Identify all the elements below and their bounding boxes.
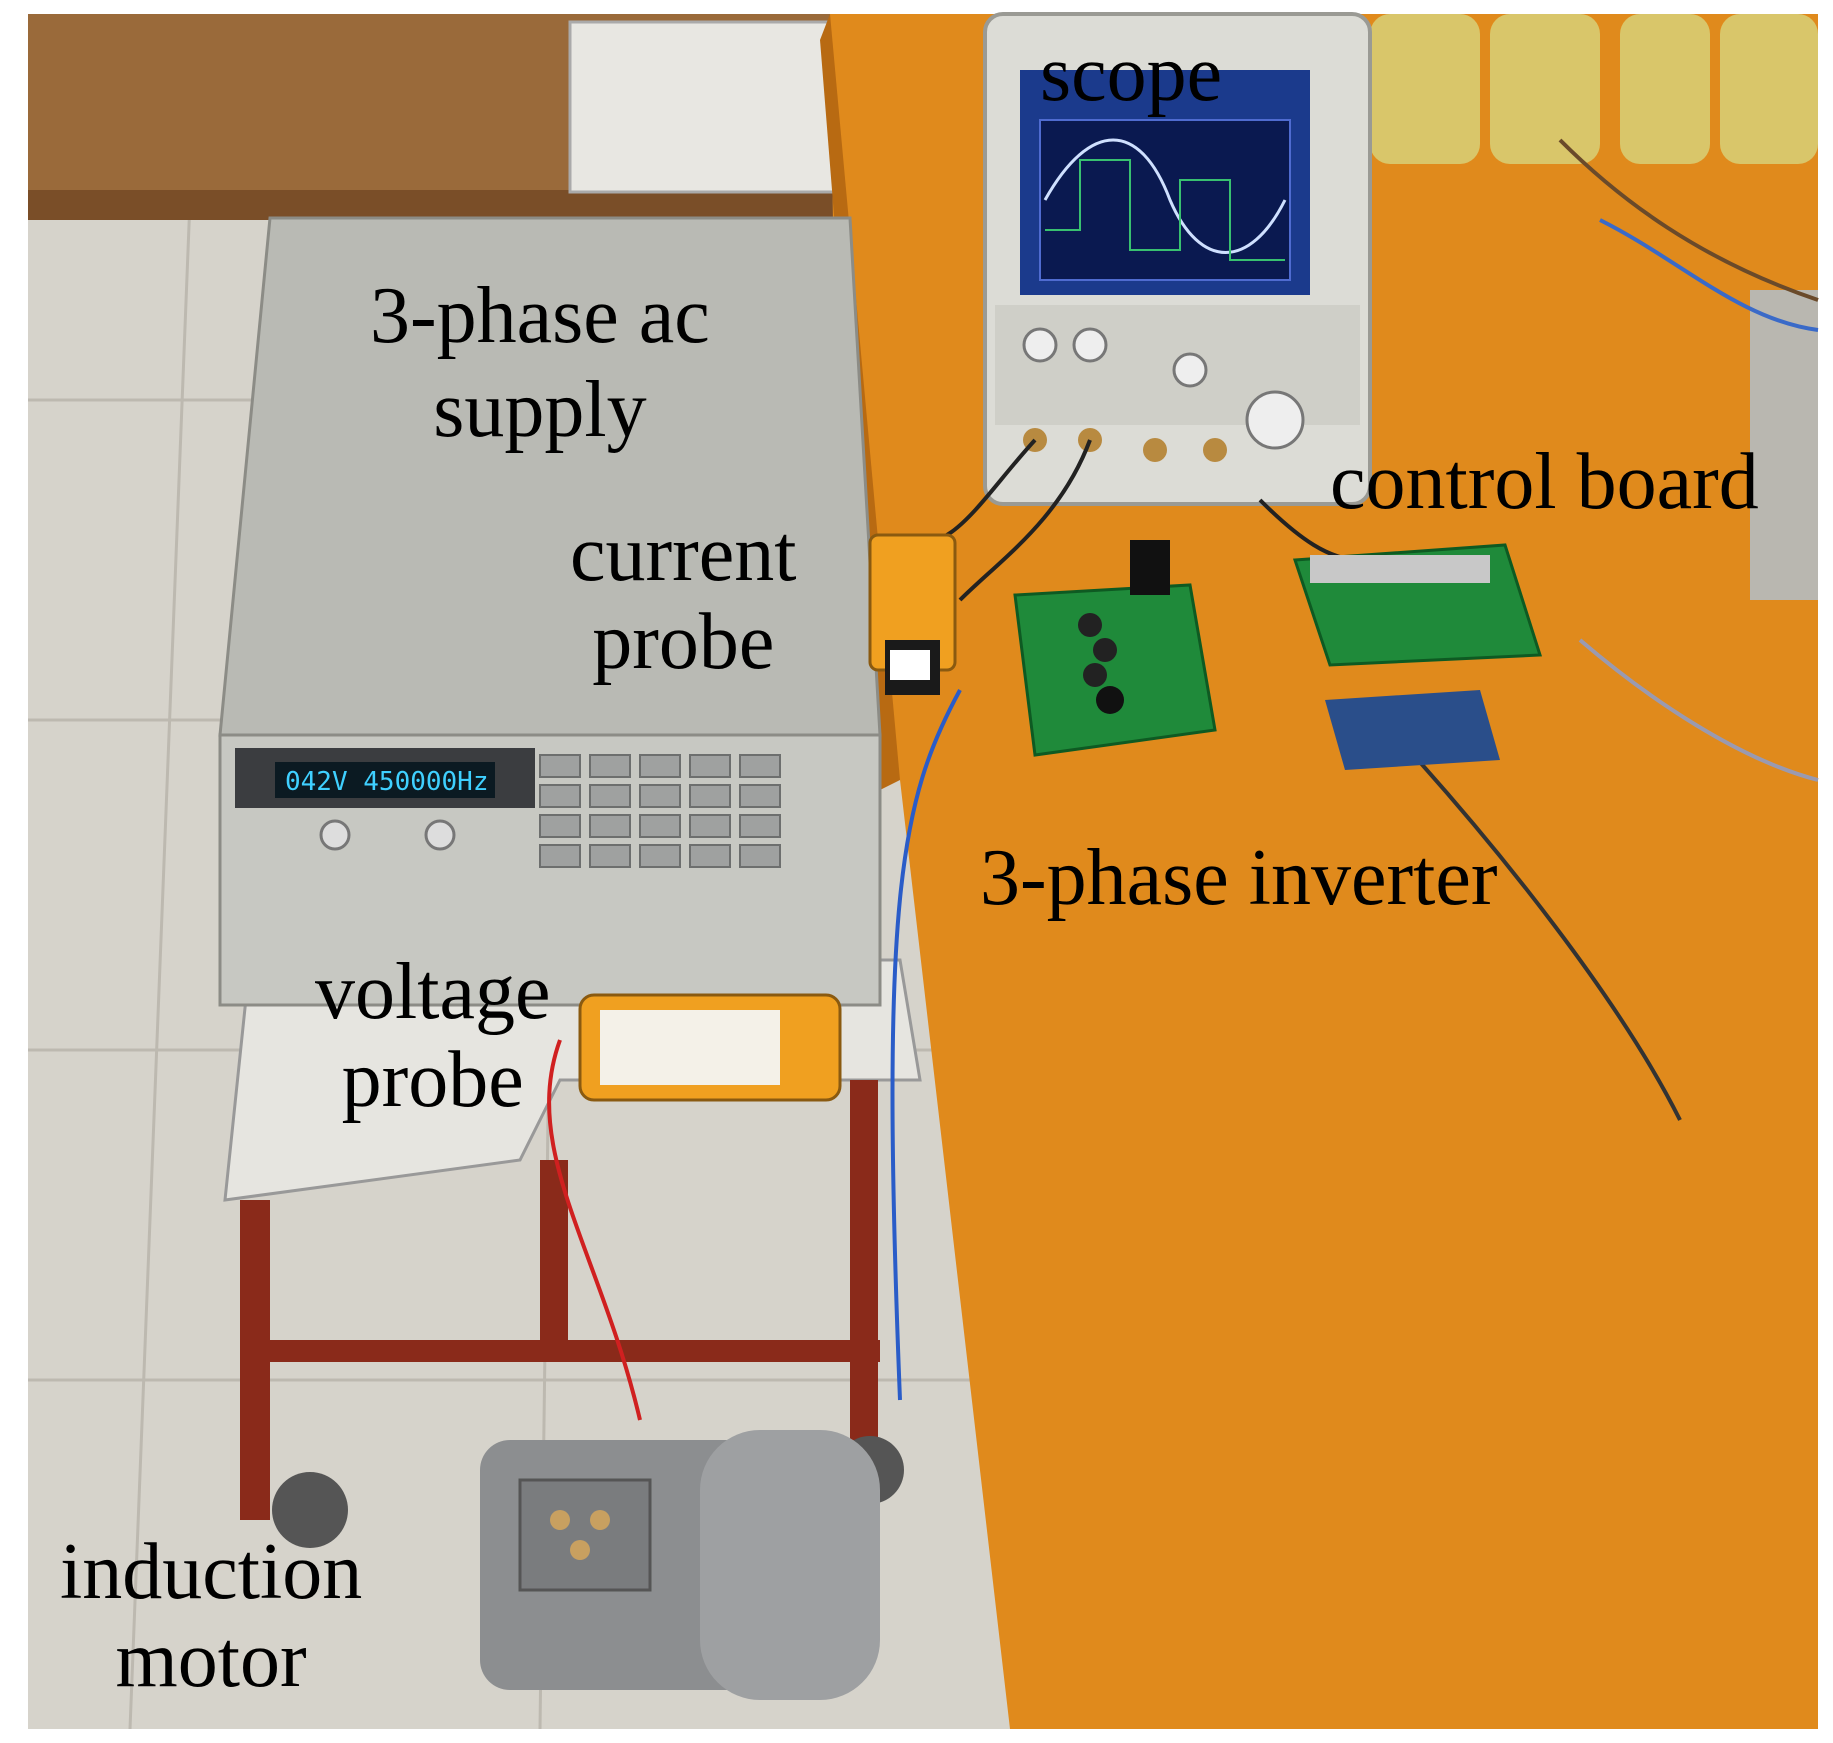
label-scope: scope [1040, 32, 1222, 116]
supply-knob-left[interactable] [319, 819, 351, 851]
inverter-board [1013, 540, 1217, 757]
scope-waveform [1043, 138, 1287, 254]
transformers [1370, 14, 1818, 164]
label-scope-text: scope [1040, 30, 1223, 118]
label-inverter-text: 3-phase inverter [980, 834, 1498, 922]
control-board [1292, 543, 1543, 770]
cart-frame [240, 1080, 880, 1520]
supply-display [275, 762, 495, 798]
cables [547, 138, 1819, 1421]
label-voltage-probe-line2: probe [341, 1036, 524, 1124]
label-control-board: control board [1330, 440, 1759, 524]
label-voltage-probe: voltage probe [315, 950, 550, 1122]
label-induction-motor-line2: motor [115, 1616, 307, 1704]
scope-channel-4-connector [1203, 438, 1227, 462]
label-current-probe: current probe [570, 512, 797, 684]
voltage-probe [578, 993, 842, 1102]
induction-motor [480, 1430, 880, 1700]
label-voltage-probe-line1: voltage [315, 948, 551, 1036]
current-probe [868, 533, 957, 695]
label-inverter: 3-phase inverter [980, 836, 1498, 920]
oscilloscope [983, 12, 1372, 506]
label-induction-motor-line1: induction [60, 1528, 363, 1616]
microcontroller-board [1325, 690, 1500, 770]
label-ac-supply-line2: supply [433, 366, 647, 454]
label-current-probe-line1: current [570, 510, 797, 598]
supply-keypad[interactable] [539, 754, 781, 868]
scope-knob-3[interactable] [1172, 352, 1208, 388]
supply-display-text: 042V 450000Hz [285, 767, 489, 797]
scope-knob-1[interactable] [1022, 327, 1058, 363]
side-box [1750, 290, 1818, 600]
label-induction-motor: induction motor [60, 1530, 362, 1702]
label-ac-supply: 3-phase ac supply [370, 274, 710, 452]
label-ac-supply-line1: 3-phase ac [370, 272, 710, 360]
cart-wheel [272, 1472, 348, 1548]
scope-main-knob[interactable] [1245, 390, 1305, 450]
breaker-box [568, 20, 842, 194]
supply-knob-right[interactable] [424, 819, 456, 851]
label-current-probe-line2: probe [592, 598, 775, 686]
scope-channel-3-connector [1143, 438, 1167, 462]
ac-supply: 042V 450000Hz [218, 216, 882, 1007]
scope-knob-2[interactable] [1072, 327, 1108, 363]
label-control-board-text: control board [1330, 438, 1759, 526]
